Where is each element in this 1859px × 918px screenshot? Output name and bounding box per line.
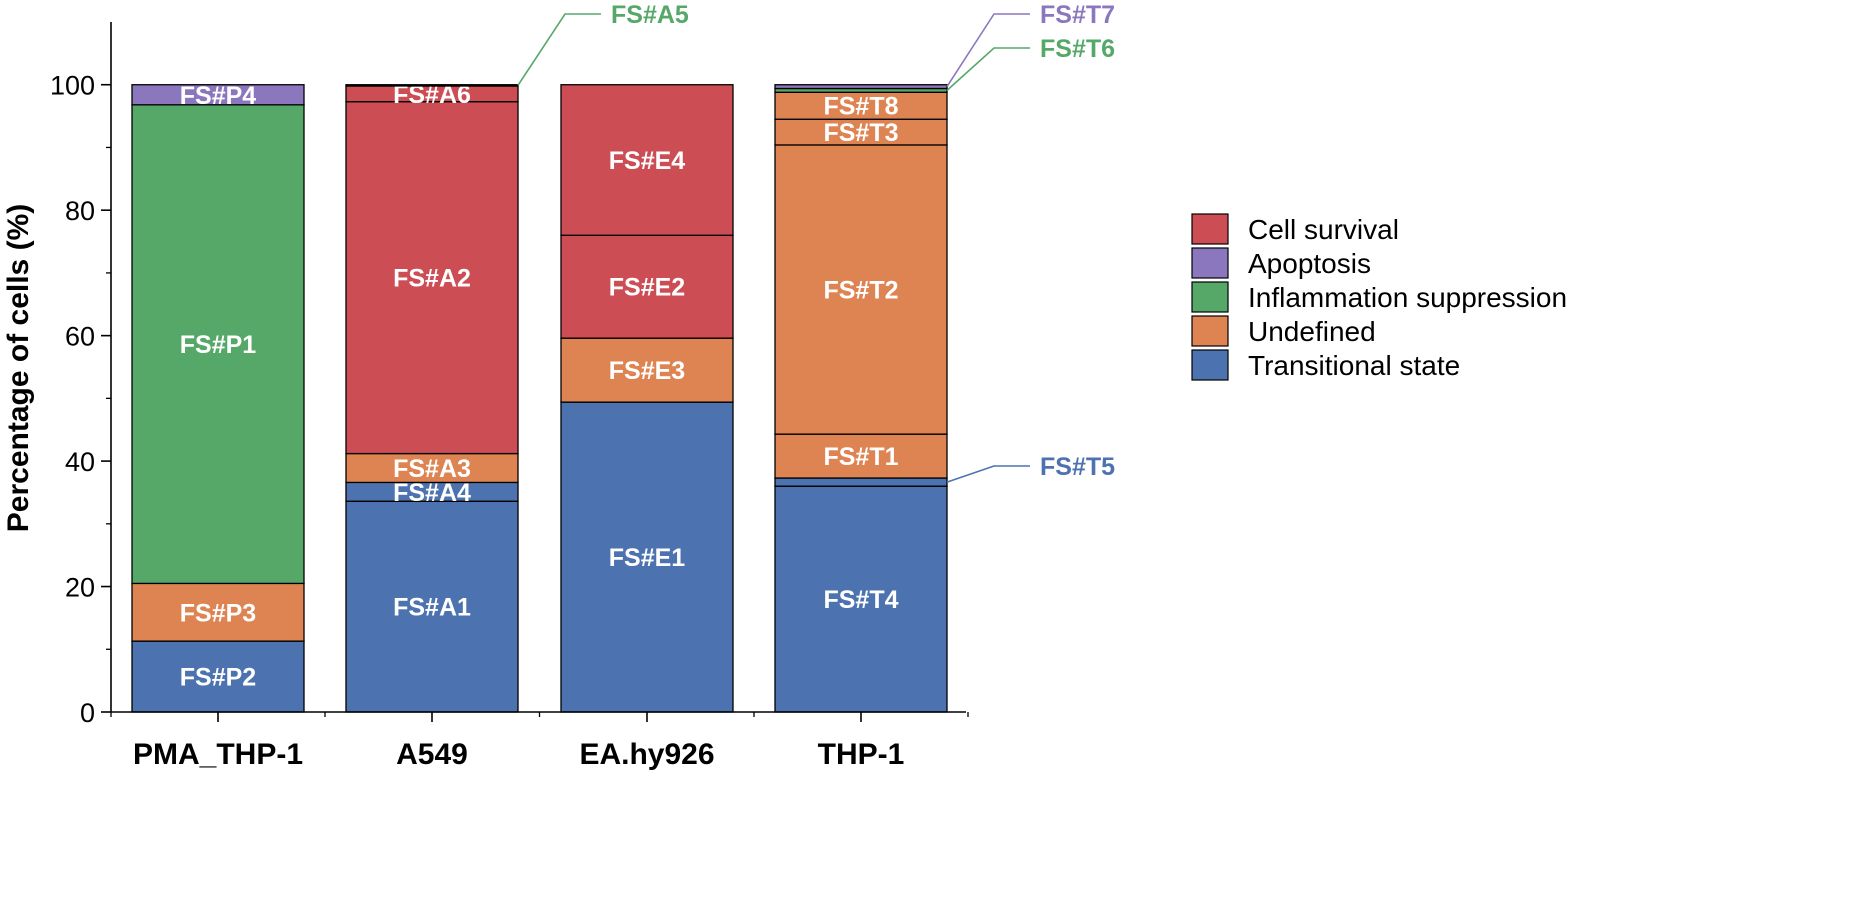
segment-label-fs-p3: FS#P3 <box>180 599 256 627</box>
segment-label-fs-e1: FS#E1 <box>609 544 686 572</box>
legend-item-inflammation-suppression: Inflammation suppression <box>1191 281 1567 313</box>
legend-item-transitional-state: Transitional state <box>1191 349 1460 381</box>
segment-label-fs-p1: FS#P1 <box>180 331 257 359</box>
segment-label-fs-p2: FS#P2 <box>180 664 256 692</box>
segment-label-fs-t1: FS#T1 <box>823 443 898 471</box>
bar-segment-fs-e4 <box>560 84 734 236</box>
segment-label-fs-e2: FS#E2 <box>609 274 685 302</box>
y-tick-label-60: 60 <box>65 322 95 352</box>
bar-segment-fs-t2 <box>774 144 948 435</box>
legend-swatch-cell-survival <box>1191 213 1229 245</box>
x-tick-label-a549: A549 <box>396 738 468 771</box>
legend-label-cell-survival: Cell survival <box>1248 214 1399 245</box>
bar-segment-fs-a5 <box>345 84 519 87</box>
segment-label-fs-t4: FS#T4 <box>823 586 898 614</box>
segment-label-fs-t3: FS#T3 <box>823 119 898 147</box>
segment-label-fs-t2: FS#T2 <box>823 277 898 305</box>
legend-item-apoptosis: Apoptosis <box>1191 247 1371 279</box>
segment-label-fs-a1: FS#A1 <box>393 594 471 622</box>
segment-label-fs-a4: FS#A4 <box>393 479 471 507</box>
bar-segment-fs-t5 <box>774 477 948 487</box>
bar-segment-fs-t4 <box>774 485 948 713</box>
callout-label-fs-a5: FS#A5 <box>611 1 689 29</box>
bar-segment-fs-a1 <box>345 500 519 713</box>
y-tick-label-80: 80 <box>65 196 95 226</box>
legend-item-undefined: Undefined <box>1191 315 1376 347</box>
segment-label-fs-e4: FS#E4 <box>609 147 686 175</box>
legend-label-transitional-state: Transitional state <box>1248 350 1460 381</box>
callout-label-fs-t5: FS#T5 <box>1040 453 1115 481</box>
x-tick-label-thp-1: THP-1 <box>818 738 905 771</box>
segment-label-fs-a2: FS#A2 <box>393 265 471 293</box>
bar-segment-fs-t3 <box>774 118 948 146</box>
bar-segment-fs-a2 <box>345 101 519 455</box>
legend-swatch-inflammation-suppression <box>1191 281 1229 313</box>
legend-swatch-undefined <box>1191 315 1229 347</box>
segment-label-fs-a3: FS#A3 <box>393 455 471 483</box>
bar-segment-fs-t7 <box>774 84 948 90</box>
bar-segment-fs-e3 <box>560 337 734 403</box>
callout-leader-fs-t5 <box>946 465 1030 483</box>
legend-label-apoptosis: Apoptosis <box>1248 248 1371 279</box>
y-tick-label-0: 0 <box>80 698 95 728</box>
segment-label-fs-e3: FS#E3 <box>609 357 685 385</box>
bar-segment-fs-e2 <box>560 234 734 339</box>
bar-ea-hy926: FS#E1 FS#E3 FS#E2 FS#E4 <box>560 84 734 713</box>
bar-segment-fs-t1 <box>774 433 948 479</box>
segment-label-fs-t8: FS#T8 <box>823 93 898 121</box>
bar-segment-fs-p3 <box>131 582 305 642</box>
legend-label-undefined: Undefined <box>1248 316 1376 347</box>
callout-leader-fs-t7 <box>946 13 1030 88</box>
legend-item-cell-survival: Cell survival <box>1191 213 1399 245</box>
y-tick-label-40: 40 <box>65 447 95 477</box>
segment-label-fs-p4: FS#P4 <box>180 82 257 110</box>
y-tick-label-20: 20 <box>65 573 95 603</box>
y-axis-title: Percentage of cells (%) <box>2 204 35 532</box>
x-tick-label-ea-hy926: EA.hy926 <box>579 738 714 771</box>
bar-segment-fs-p4 <box>131 84 305 106</box>
bar-pma-thp-1: FS#P2 FS#P3 FS#P1 FS#P4 <box>131 82 305 713</box>
legend-label-inflammation-suppression: Inflammation suppression <box>1248 282 1567 313</box>
legend-swatch-transitional-state <box>1191 349 1229 381</box>
legend-swatch-apoptosis <box>1191 247 1229 279</box>
bar-segment-fs-t8 <box>774 91 948 120</box>
callout-leader-fs-a5 <box>517 13 601 86</box>
callout-leader-fs-t6 <box>946 47 1030 91</box>
callout-label-fs-t7: FS#T7 <box>1040 1 1115 29</box>
x-tick-label-pma-thp-1: PMA_THP-1 <box>133 738 303 771</box>
bar-segment-fs-p2 <box>131 640 305 713</box>
y-tick-label-100: 100 <box>50 71 95 101</box>
callout-label-fs-t6: FS#T6 <box>1040 35 1115 63</box>
